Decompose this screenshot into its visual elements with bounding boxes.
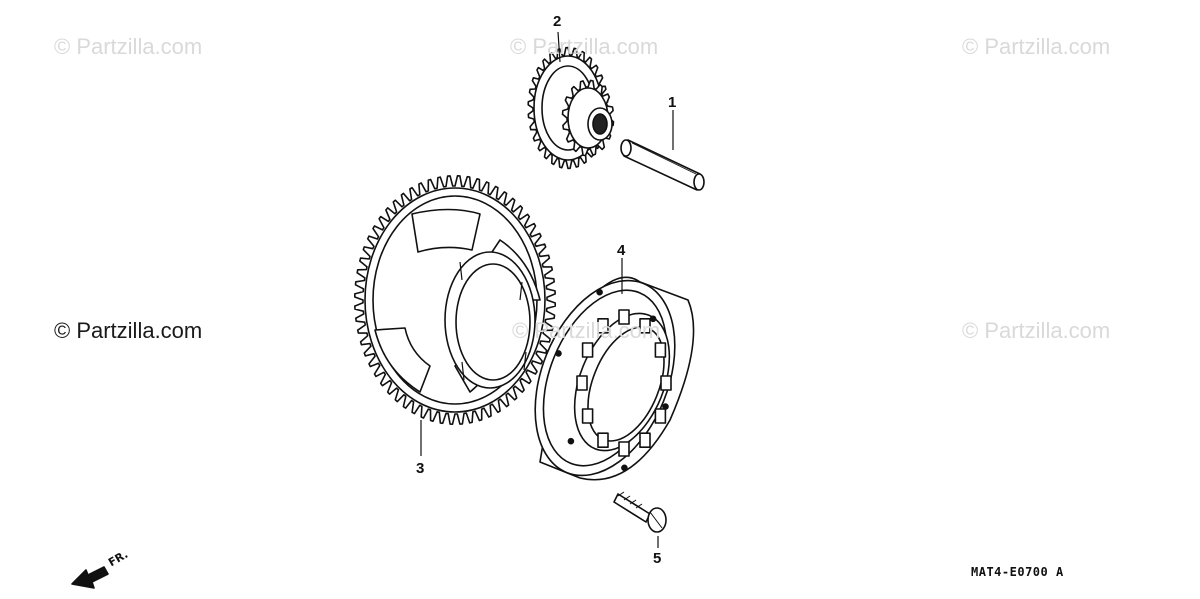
clutch-roller [618, 441, 630, 457]
watermark-top-center: © Partzilla.com [510, 34, 659, 59]
clutch-roller [597, 432, 609, 449]
clutch-roller [618, 309, 630, 325]
callout-part-1[interactable]: 1 [668, 94, 677, 111]
watermark-mid-right: © Partzilla.com [962, 318, 1111, 343]
clutch-bolt-hole [596, 288, 603, 296]
part-4-one-way-clutch[interactable] [508, 260, 701, 496]
clutch-bolt-hole [662, 403, 669, 410]
part-2-double-gear[interactable] [527, 46, 615, 170]
watermark-mid-left: © Partzilla.com [54, 318, 203, 343]
leader-lines [420, 31, 674, 548]
callout-part-4[interactable]: 4 [617, 242, 626, 259]
clutch-bolt-hole [555, 350, 562, 357]
front-direction-arrow-icon [71, 566, 109, 589]
watermark-top-right: © Partzilla.com [962, 34, 1111, 59]
clutch-roller [581, 342, 594, 358]
part-1-shaft[interactable] [620, 139, 705, 191]
clutch-roller [654, 408, 667, 424]
part-5-bolt[interactable] [613, 491, 667, 533]
watermark-mid-center: © Partzilla.com [512, 318, 661, 343]
clutch-roller [654, 342, 667, 358]
diagram-code: MAT4-E0700 A [971, 565, 1064, 579]
clutch-bolt-hole [567, 437, 575, 445]
clutch-roller [576, 375, 588, 391]
clutch-roller [597, 317, 609, 334]
callout-part-5[interactable]: 5 [653, 550, 662, 567]
part-3-driven-gear[interactable] [354, 175, 556, 425]
clutch-roller [639, 317, 651, 334]
callout-part-2[interactable]: 2 [553, 13, 562, 30]
clutch-bolt-hole [649, 315, 657, 323]
clutch-roller [639, 432, 651, 449]
clutch-roller [581, 408, 594, 424]
clutch-bolt-hole [621, 464, 628, 472]
clutch-roller [660, 375, 672, 391]
callout-part-3[interactable]: 3 [416, 460, 425, 477]
watermark-top-left: © Partzilla.com [54, 34, 203, 59]
